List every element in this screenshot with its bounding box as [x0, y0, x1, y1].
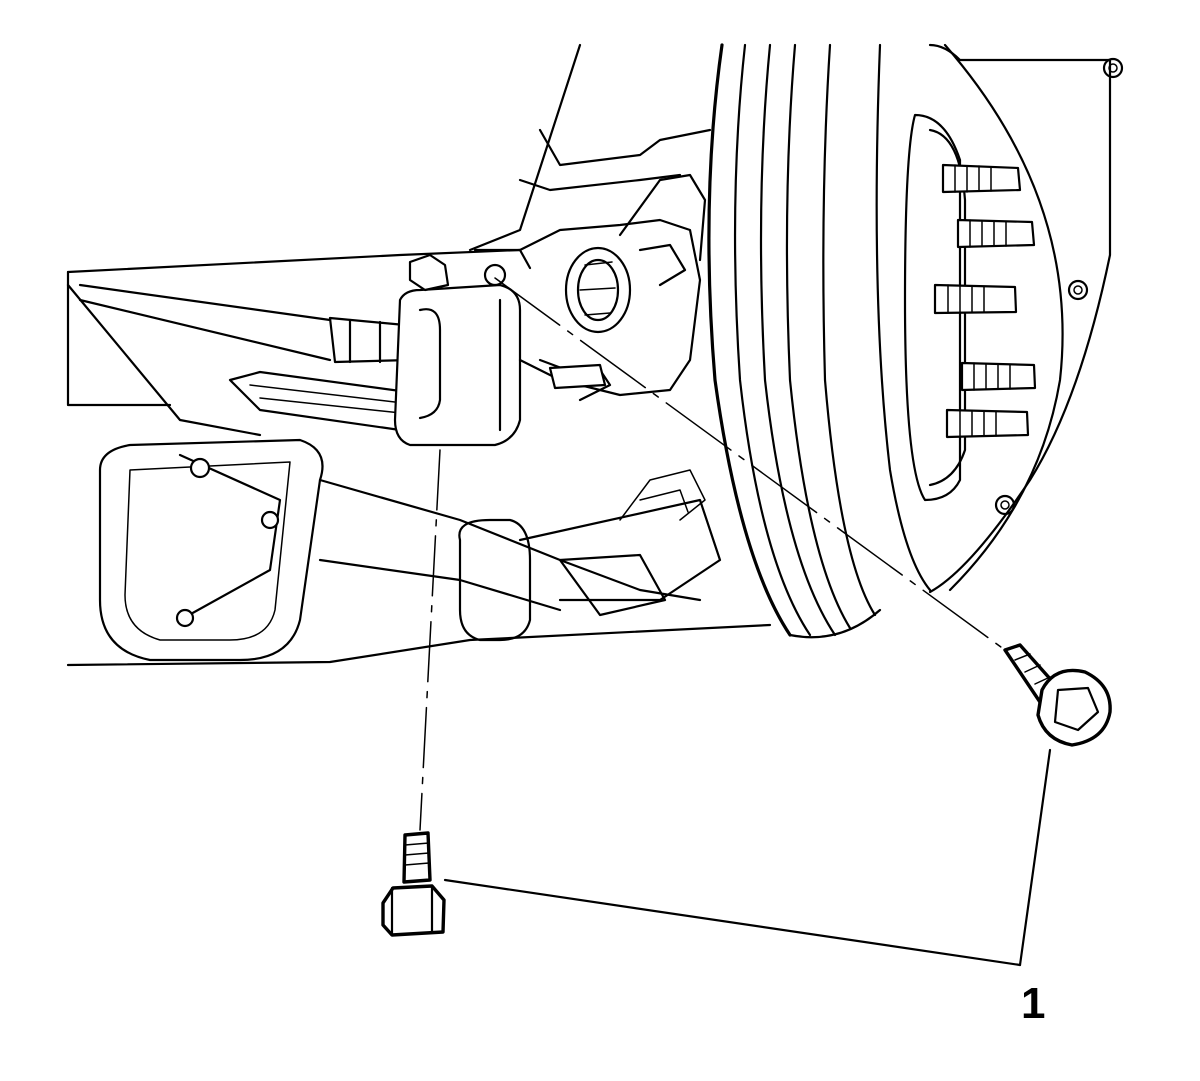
- wheel-hub: [903, 43, 1124, 594]
- steering-knuckle: [518, 173, 707, 402]
- bracket-bolt-upper: [1003, 643, 1112, 747]
- bolt-alignment-lines: [419, 277, 1006, 831]
- hub-bolt-heads: [994, 57, 1124, 516]
- stabilizer-bushing-bracket: [393, 248, 532, 447]
- callout-label-1: 1: [1021, 979, 1046, 1028]
- stabilizer-bar: [78, 283, 452, 432]
- brake-rotor: [707, 43, 932, 639]
- bracket-bolt-lower: [381, 831, 446, 937]
- callout-leader-1: [443, 748, 1052, 967]
- wheel-studs: [933, 163, 1037, 439]
- lower-control-arm: [98, 438, 722, 662]
- underbody-frame: [66, 43, 772, 667]
